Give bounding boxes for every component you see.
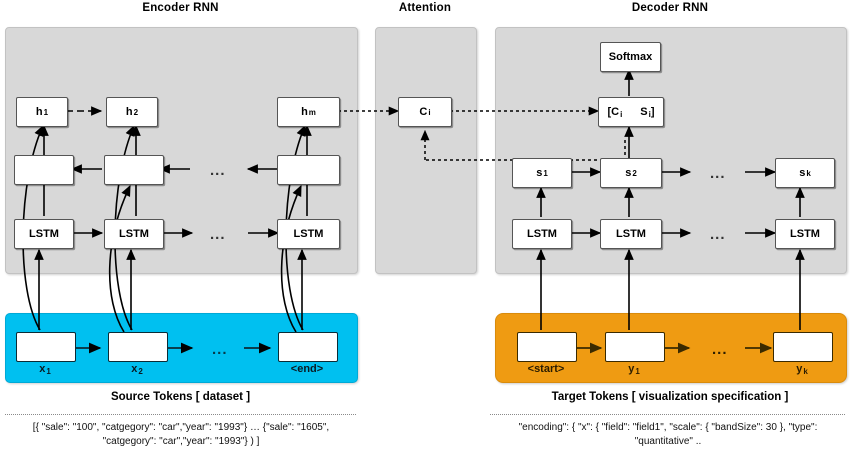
- decoder-state-s1-sub: 1: [543, 168, 548, 178]
- decoder-concat-suffix: ]: [650, 105, 655, 118]
- target-json-line-2: "quantitative" ..: [634, 436, 702, 447]
- target-token-label-start: <start>: [512, 363, 580, 375]
- attention-panel-title: Attention: [398, 2, 452, 14]
- decoder-state-sk-sub: k: [806, 168, 811, 178]
- source-token-1-text: x: [39, 363, 46, 375]
- target-token-start-text: <start>: [527, 363, 565, 375]
- source-token-label-end: <end>: [272, 363, 342, 375]
- decoder-state-sk-label: s: [799, 167, 806, 179]
- encoder-hidden-h1-label: h: [35, 106, 43, 118]
- source-token-1-sub: 1: [46, 367, 51, 376]
- decoder-state-s1-label: s: [536, 167, 543, 179]
- encoder-panel-title: Encoder RNN: [142, 2, 219, 14]
- encoder-lstm-m[interactable]: LSTM: [277, 219, 340, 249]
- target-token-label-k: yk: [773, 363, 831, 376]
- source-token-ellipsis: ...: [212, 341, 228, 358]
- encoder-hidden-hm-label: h: [301, 106, 308, 118]
- target-token-1-sub: 1: [635, 367, 640, 376]
- decoder-lstm-k[interactable]: LSTM: [775, 219, 835, 249]
- encoder-hidden-h2-sub: 2: [133, 107, 139, 117]
- decoder-concat-sub1: i: [620, 109, 623, 119]
- target-token-box-start[interactable]: [517, 332, 577, 362]
- target-caption: Target Tokens [ visualization specificat…: [551, 391, 789, 403]
- encoder-backward-cell-2[interactable]: [104, 155, 164, 185]
- target-token-ellipsis: ...: [712, 341, 728, 358]
- attention-context-sub: i: [428, 107, 431, 117]
- encoder-backward-cell-1[interactable]: [14, 155, 74, 185]
- encoder-hidden-h2-label: h: [125, 106, 133, 118]
- decoder-lstm-ellipsis: ...: [710, 226, 726, 243]
- decoder-state-ellipsis: ...: [710, 165, 726, 182]
- target-token-box-k[interactable]: [773, 332, 833, 362]
- target-token-label-1: y1: [605, 363, 663, 376]
- decoder-concat-prefix: [C: [607, 105, 620, 118]
- source-token-end-text: <end>: [290, 363, 324, 375]
- source-token-label-2: x2: [108, 363, 166, 376]
- source-caption: Source Tokens [ dataset ]: [110, 391, 251, 403]
- source-token-2-sub: 2: [138, 367, 143, 376]
- target-json-line-1: "encoding": { "x": { "field": "field1", …: [518, 422, 818, 433]
- attention-context-label: C: [419, 106, 428, 118]
- encoder-lstm-1[interactable]: LSTM: [14, 219, 74, 249]
- decoder-concat-box[interactable]: [Ci Si]: [598, 97, 664, 127]
- source-token-2-text: x: [131, 363, 138, 375]
- source-json-line-2: "catgegory": "car","year": "1993"} ) ]: [102, 436, 260, 447]
- source-token-label-1: x1: [16, 363, 74, 376]
- decoder-lstm-1[interactable]: LSTM: [512, 219, 572, 249]
- decoder-lstm-2[interactable]: LSTM: [600, 219, 662, 249]
- target-divider: [490, 414, 845, 415]
- encoder-lstm-ellipsis: ...: [210, 226, 226, 243]
- encoder-hidden-hm-sub: m: [308, 107, 316, 117]
- decoder-concat-sub2: i: [648, 109, 651, 119]
- encoder-hidden-h1-sub: 1: [43, 107, 49, 117]
- encoder-backward-ellipsis: ...: [210, 162, 226, 179]
- target-token-1-text: y: [628, 363, 635, 375]
- decoder-state-s2-label: s: [625, 167, 632, 179]
- target-token-k-text: y: [796, 363, 803, 375]
- decoder-softmax-box[interactable]: Softmax: [600, 42, 661, 72]
- decoder-panel-title: Decoder RNN: [631, 2, 709, 14]
- source-json-line-1: [{ "sale": "100", "catgegory": "car","ye…: [32, 422, 330, 433]
- attention-panel: [375, 27, 477, 274]
- source-divider: [5, 414, 356, 415]
- target-token-k-sub: k: [803, 367, 808, 376]
- source-token-box-1[interactable]: [16, 332, 76, 362]
- decoder-concat-mid: S: [640, 105, 648, 118]
- encoder-backward-cell-m[interactable]: [277, 155, 340, 185]
- source-token-box-end[interactable]: [278, 332, 338, 362]
- decoder-state-s2-sub: 2: [632, 168, 637, 178]
- target-token-box-1[interactable]: [605, 332, 665, 362]
- encoder-lstm-2[interactable]: LSTM: [104, 219, 164, 249]
- source-token-box-2[interactable]: [108, 332, 168, 362]
